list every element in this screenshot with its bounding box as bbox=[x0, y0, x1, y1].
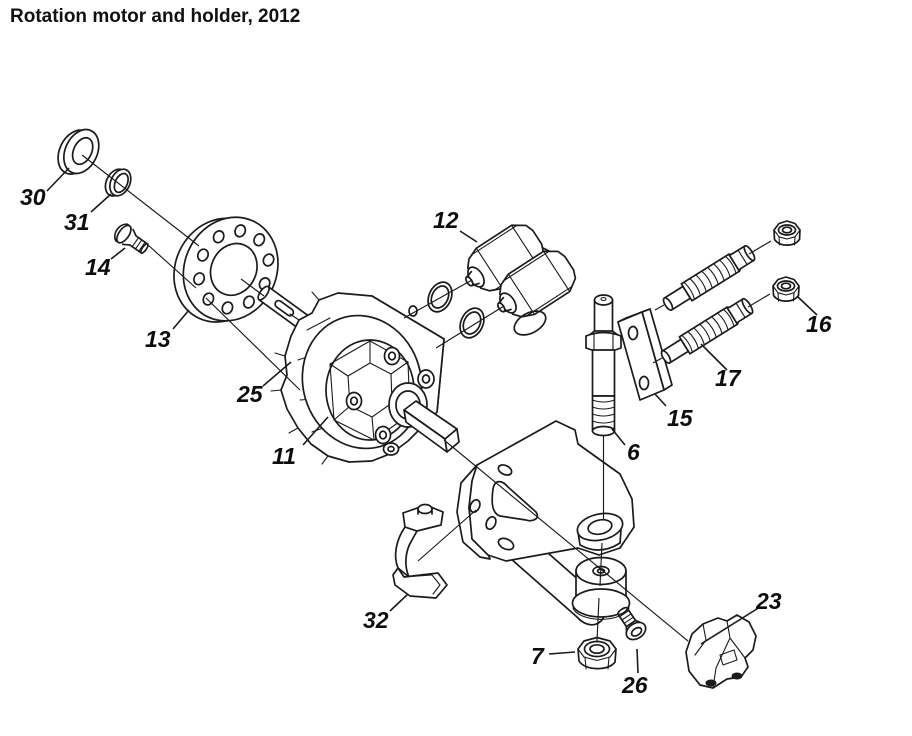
part-label-23: 23 bbox=[755, 588, 782, 614]
part-label-16: 16 bbox=[806, 311, 832, 337]
part-label-26: 26 bbox=[621, 672, 648, 698]
part-15-spacer-plate bbox=[617, 308, 673, 401]
part-label-17: 17 bbox=[715, 365, 742, 391]
part-23-stop-block bbox=[685, 614, 757, 689]
motor-bolt-holes bbox=[345, 346, 435, 456]
part-label-6: 6 bbox=[627, 439, 640, 465]
callout-leader-lines bbox=[46, 167, 818, 674]
assembly-axis-lines bbox=[81, 154, 772, 642]
part-6-stud-bolt bbox=[585, 294, 622, 437]
part-16-nut-upper bbox=[773, 220, 801, 246]
part-14-screw bbox=[114, 223, 149, 254]
part-12-valve-block bbox=[465, 224, 577, 336]
part-32-clamp bbox=[392, 503, 448, 599]
part-label-25: 25 bbox=[236, 381, 264, 407]
part-26-screw bbox=[617, 606, 647, 641]
o-ring bbox=[459, 307, 485, 339]
part-label-30: 30 bbox=[20, 184, 46, 210]
holder-bracket bbox=[456, 420, 635, 626]
part-label-11: 11 bbox=[272, 443, 296, 469]
part-11-rotation-motor bbox=[270, 291, 460, 465]
rubber-buffer bbox=[571, 556, 631, 620]
part-label-14: 14 bbox=[85, 254, 111, 280]
part-7-hex-nut bbox=[577, 636, 617, 670]
part-13-flange-disc bbox=[173, 216, 279, 323]
part-label-13: 13 bbox=[145, 326, 171, 352]
part-label-32: 32 bbox=[363, 607, 389, 633]
part-label-31: 31 bbox=[64, 209, 90, 235]
motor-output-shaft bbox=[403, 400, 460, 453]
callout-labels: 30 31 14 13 25 11 12 6 15 17 16 32 7 26 … bbox=[20, 184, 832, 698]
page-title: Rotation motor and holder, 2012 bbox=[10, 6, 301, 27]
part-16-nut-lower bbox=[772, 276, 800, 302]
part-label-15: 15 bbox=[667, 405, 694, 431]
o-ring bbox=[427, 281, 453, 313]
part-label-12: 12 bbox=[433, 207, 459, 233]
part-label-7: 7 bbox=[531, 643, 545, 669]
part-30-washer bbox=[57, 128, 100, 175]
